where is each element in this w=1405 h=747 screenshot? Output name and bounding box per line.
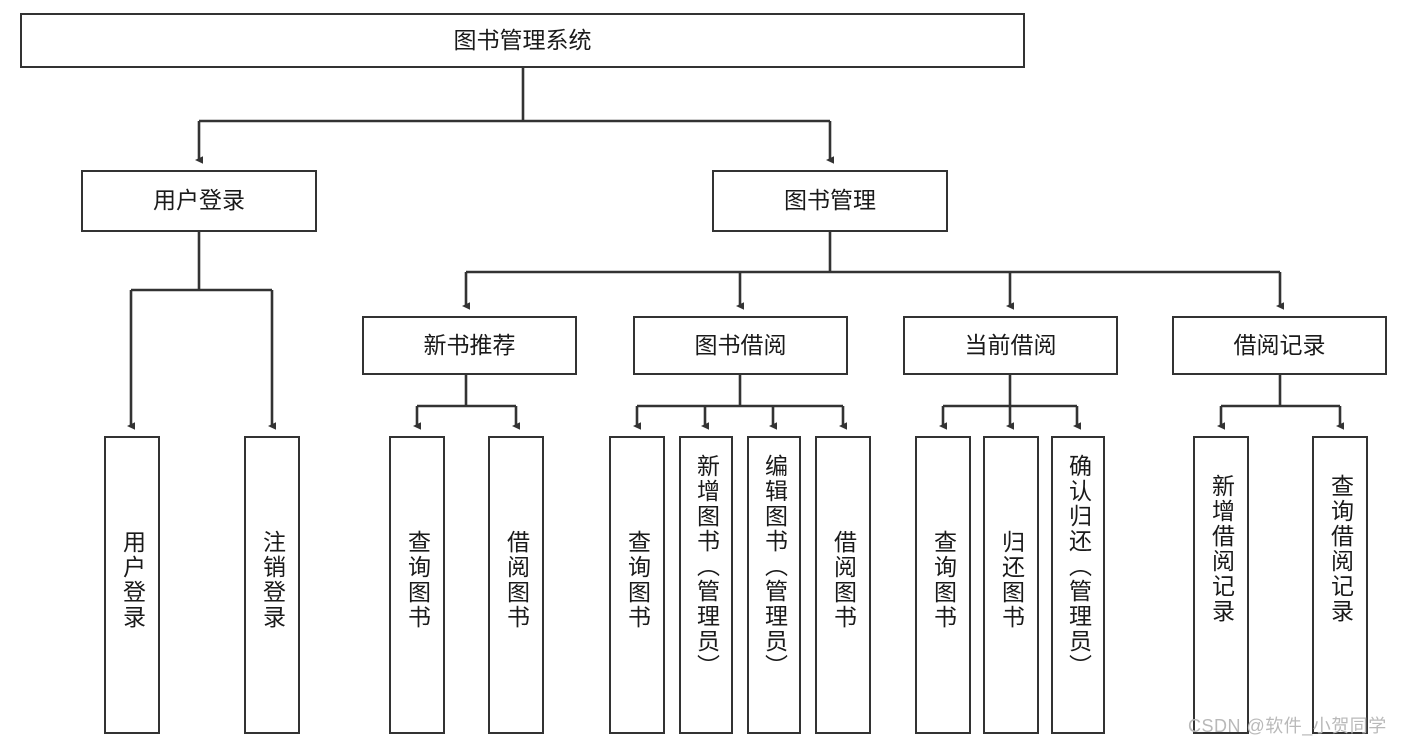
leaf-user-login-login[interactable]: 用户登录: [104, 436, 160, 734]
leaf-current-borrow-confirm-return-admin[interactable]: 确认归还（管理员）: [1051, 436, 1105, 734]
leaf-current-borrow-return-books[interactable]: 归还图书: [983, 436, 1039, 734]
node-root-book-management-system[interactable]: 图书管理系统: [20, 13, 1025, 68]
leaf-borrow-record-add-record[interactable]: 新增借阅记录: [1193, 436, 1249, 734]
node-book-management[interactable]: 图书管理: [712, 170, 948, 232]
leaf-new-book-query-books[interactable]: 查询图书: [389, 436, 445, 734]
node-label: 新书推荐: [423, 331, 516, 358]
node-new-book-recommend[interactable]: 新书推荐: [362, 316, 577, 375]
leaf-book-borrow-borrow-books[interactable]: 借阅图书: [815, 436, 871, 734]
node-label: 图书借阅: [694, 331, 787, 358]
leaf-current-borrow-query-books[interactable]: 查询图书: [915, 436, 971, 734]
node-label: 归还图书: [998, 530, 1025, 630]
node-label: 查询图书: [624, 530, 651, 630]
node-current-borrow[interactable]: 当前借阅: [903, 316, 1118, 375]
node-label: 当前借阅: [964, 331, 1057, 358]
node-label: 新增图书（管理员）: [693, 454, 720, 679]
leaf-new-book-borrow-books[interactable]: 借阅图书: [488, 436, 544, 734]
node-label: 查询图书: [930, 530, 957, 630]
leaf-book-borrow-add-book-admin[interactable]: 新增图书（管理员）: [679, 436, 733, 734]
node-label: 确认归还（管理员）: [1065, 454, 1092, 679]
node-book-borrow[interactable]: 图书借阅: [633, 316, 848, 375]
node-label: 借阅图书: [830, 530, 857, 630]
leaf-user-login-logout[interactable]: 注销登录: [244, 436, 300, 734]
node-label: 编辑图书（管理员）: [761, 454, 788, 679]
node-label: 借阅记录: [1233, 331, 1326, 358]
node-label: 图书管理: [784, 187, 876, 214]
node-label: 用户登录: [119, 530, 146, 630]
node-label: 用户登录: [153, 187, 245, 214]
node-label: 查询图书: [404, 530, 431, 630]
node-label: 图书管理系统: [453, 26, 592, 53]
node-label: 新增借阅记录: [1208, 474, 1235, 624]
node-label: 借阅图书: [503, 530, 530, 630]
leaf-borrow-record-query-record[interactable]: 查询借阅记录: [1312, 436, 1368, 734]
node-user-login[interactable]: 用户登录: [81, 170, 317, 232]
leaf-book-borrow-edit-book-admin[interactable]: 编辑图书（管理员）: [747, 436, 801, 734]
node-borrow-record[interactable]: 借阅记录: [1172, 316, 1387, 375]
watermark: CSDN @软件_小贺同学: [1188, 716, 1387, 736]
node-label: 查询借阅记录: [1327, 474, 1354, 624]
node-label: 注销登录: [259, 530, 286, 630]
leaf-book-borrow-query-books[interactable]: 查询图书: [609, 436, 665, 734]
